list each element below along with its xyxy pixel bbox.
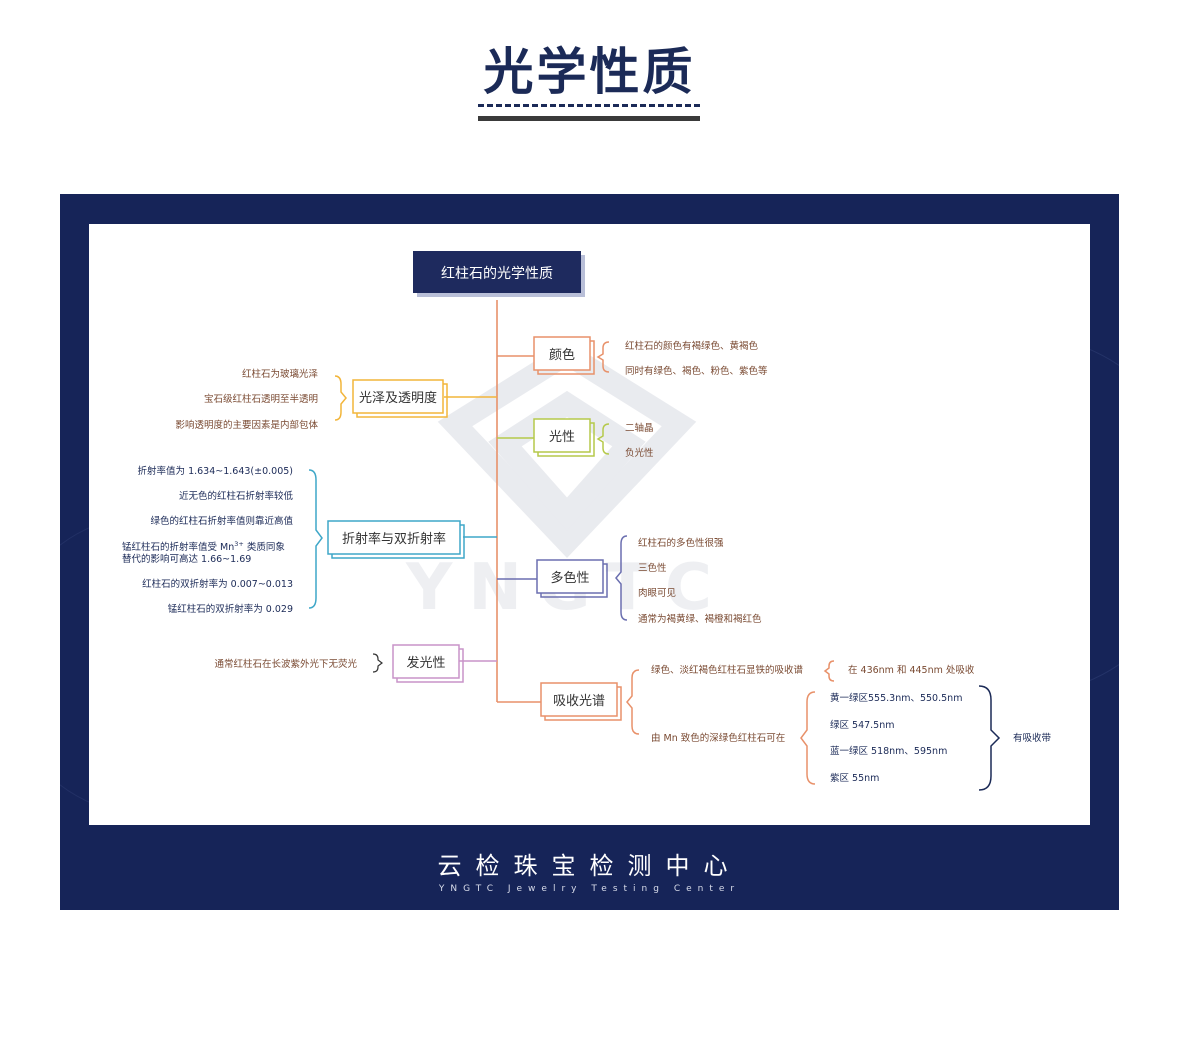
mindmap-frame: YNGTC 红柱石的光学性质 颜色 [60, 194, 1119, 910]
title-underline-bar [478, 116, 700, 121]
color-item: 红柱石的颜色有褐绿色、黄褐色 [625, 340, 759, 352]
title-dashed-underline [478, 104, 700, 107]
absorption-result: 有吸收带 [1013, 732, 1052, 744]
brace [615, 535, 628, 621]
absorption-item: 在 436nm 和 445nm 处吸收 [848, 664, 975, 676]
brace [800, 691, 816, 785]
pleochroism-item: 肉眼可见 [638, 587, 676, 599]
refraction-item: 折射率值为 1.634~1.643(±0.005) [138, 465, 293, 477]
footer-brand-cn: 云检珠宝检测中心 [437, 852, 742, 880]
root-node: 红柱石的光学性质 [413, 251, 585, 297]
node-pleochroism-label: 多色性 [550, 570, 589, 586]
node-color-label: 颜色 [549, 347, 575, 363]
node-luminescence-label: 发光性 [406, 655, 445, 671]
refraction-item: 绿色的红柱石折射率值则靠近高值 [150, 515, 293, 527]
root-label: 红柱石的光学性质 [441, 266, 553, 282]
mindmap-diagram: YNGTC 红柱石的光学性质 颜色 [122, 251, 1052, 791]
luster-item: 红柱石为玻璃光泽 [242, 368, 319, 380]
brace [596, 341, 610, 373]
refraction-mn-line2: 替代的影响可高达 1.66~1.69 [122, 553, 251, 565]
brace [626, 669, 640, 735]
absorption-item: 绿色、淡红褐色红柱石显铁的吸收谱 [651, 664, 804, 676]
node-luster: 光泽及透明度 [352, 379, 448, 418]
brace [978, 685, 1001, 791]
refraction-item: 红柱石的双折射率为 0.007~0.013 [142, 578, 293, 590]
node-absorption: 吸收光谱 [540, 682, 622, 721]
optic-item: 负光性 [625, 447, 654, 459]
node-optic-label: 光性 [549, 430, 575, 445]
luster-item: 影响透明度的主要因素是内部包体 [175, 419, 318, 431]
pleochroism-item: 红柱石的多色性很强 [638, 537, 724, 549]
node-color: 颜色 [533, 336, 595, 375]
color-item: 同时有绿色、褐色、粉色、紫色等 [625, 365, 768, 377]
refraction-item: 锰红柱石的双折射率为 0.029 [168, 603, 293, 615]
node-luminescence: 发光性 [392, 644, 464, 683]
absorption-band: 绿区 547.5nm [830, 719, 895, 731]
optic-item: 二轴晶 [625, 422, 654, 434]
pleochroism-item: 三色性 [638, 562, 667, 574]
page-title: 光学性质 [483, 43, 696, 101]
absorption-band: 蓝一绿区 518nm、595nm [830, 745, 947, 757]
node-optic: 光性 [533, 418, 595, 457]
absorption-band: 紫区 55nm [830, 773, 879, 784]
brace [308, 469, 323, 609]
mindmap-panel: YNGTC 红柱石的光学性质 颜色 [89, 224, 1090, 825]
node-absorption-label: 吸收光谱 [553, 694, 605, 709]
watermark-logo [437, 341, 697, 558]
absorption-item: 由 Mn 致色的深绿色红柱石可在 [651, 732, 785, 744]
node-refraction: 折射率与双折射率 [327, 520, 465, 559]
brace [372, 653, 383, 673]
node-luster-label: 光泽及透明度 [359, 390, 437, 406]
luster-item: 宝石级红柱石透明至半透明 [204, 393, 318, 405]
node-refraction-label: 折射率与双折射率 [342, 531, 446, 547]
brace [334, 375, 347, 421]
brace [823, 660, 835, 682]
luminescence-item: 通常红柱石在长波紫外光下无荧光 [214, 658, 357, 670]
node-pleochroism: 多色性 [536, 559, 608, 598]
refraction-mn-line1: 锰红柱石的折射率值受 Mn3+ 类质同象 [122, 540, 285, 553]
brace [596, 423, 610, 455]
refraction-item: 近无色的红柱石折射率较低 [179, 490, 294, 502]
pleochroism-item: 通常为褐黄绿、褐橙和褐红色 [638, 613, 762, 625]
connector-lines [444, 300, 541, 703]
footer-brand-en: YNGTC Jewelry Testing Center [438, 884, 741, 894]
absorption-band: 黄一绿区555.3nm、550.5nm [830, 692, 962, 704]
